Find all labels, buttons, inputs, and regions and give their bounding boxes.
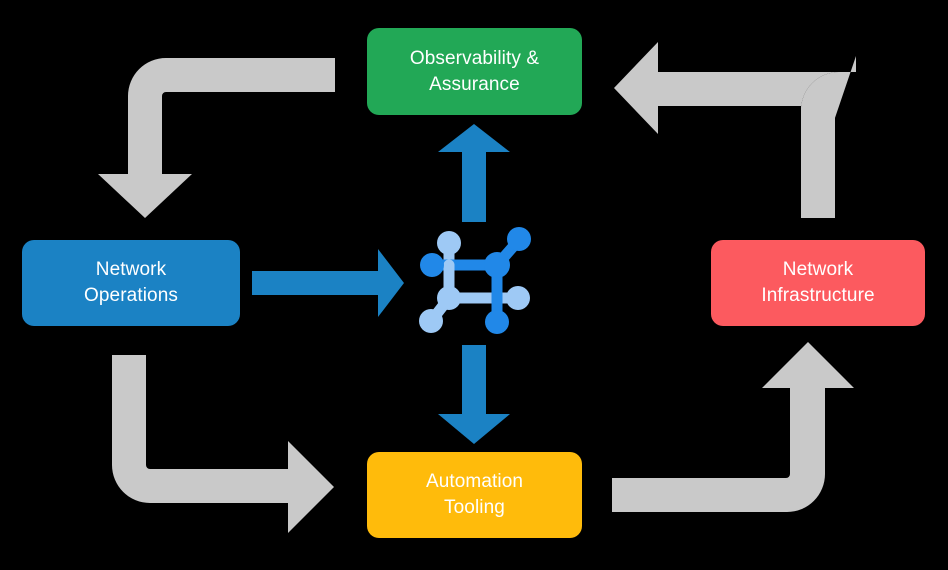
node-observability-label: Observability & Assurance [409,47,540,95]
arrow-observability-to-operations [98,58,335,218]
arrow-center-to-observability [438,124,510,222]
node-operations-label: Network Operations [84,259,178,306]
node-automation-label: Automation Tooling [425,471,524,518]
node-observability-assurance[interactable]: Observability & Assurance [367,28,582,115]
node-network-operations[interactable]: Network Operations [22,240,240,326]
arrow-center-to-automation [438,345,510,444]
arrow-operations-to-center [252,249,404,317]
node-automation-tooling[interactable]: Automation Tooling [367,452,582,538]
node-network-infrastructure[interactable]: Network Infrastructure [711,240,925,326]
arrow-automation-to-infrastructure [612,342,854,512]
arrow-infrastructure-to-observability-body [614,42,839,218]
arrow-operations-to-automation [112,355,334,533]
node-infrastructure-label: Network Infrastructure [761,259,875,306]
